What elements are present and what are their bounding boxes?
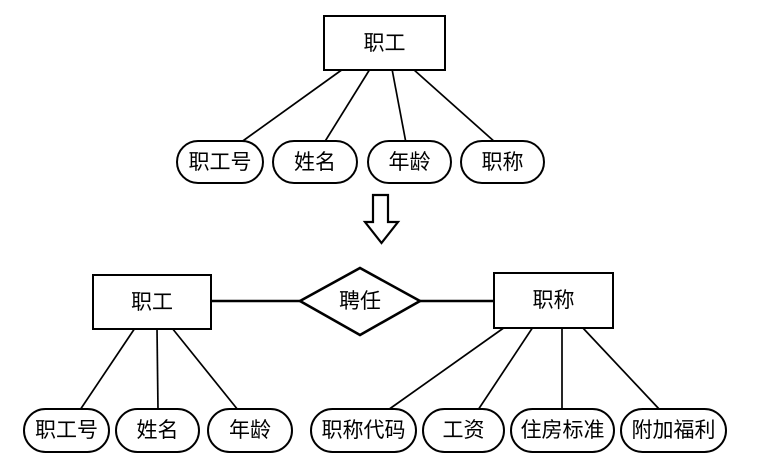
attribute-ellipse-age-top: 年龄 [367, 140, 452, 184]
transform-down-arrow-icon [362, 193, 401, 245]
connector-line [477, 326, 534, 411]
connector-line [171, 327, 239, 411]
relationship-diamond-label: 聘任 [339, 288, 381, 313]
attribute-ellipse-empno: 职工号 [23, 408, 110, 453]
connector-line [412, 68, 497, 144]
attribute-ellipse-title-top: 职称 [460, 140, 545, 184]
entity-box-title: 职称 [493, 272, 614, 329]
connector-line [391, 68, 407, 144]
relationship-diamond-shape [297, 266, 423, 337]
connector-line [79, 327, 136, 411]
attribute-ellipse-age: 年龄 [207, 408, 293, 453]
attribute-ellipse-empno-top: 职工号 [176, 140, 264, 184]
top-attribute-connectors [239, 68, 497, 144]
attribute-ellipse-fringe-benefit: 附加福利 [620, 408, 727, 453]
attribute-ellipse-name-top: 姓名 [272, 140, 358, 184]
bottom-right-attribute-connectors [387, 326, 661, 411]
connector-line [156, 327, 159, 411]
connector-line [387, 326, 506, 411]
attribute-ellipse-housing-standard: 住房标准 [510, 408, 615, 453]
entity-box-employee: 职工 [92, 274, 212, 330]
bottom-left-attribute-connectors [79, 327, 239, 411]
attribute-ellipse-salary: 工资 [422, 408, 505, 453]
attribute-ellipse-name: 姓名 [115, 408, 200, 453]
entity-box-employee-top: 职工 [323, 15, 446, 71]
attribute-ellipse-title-code: 职称代码 [310, 408, 417, 453]
connector-line [239, 68, 344, 144]
connector-line [581, 326, 661, 411]
connector-line [323, 68, 371, 144]
